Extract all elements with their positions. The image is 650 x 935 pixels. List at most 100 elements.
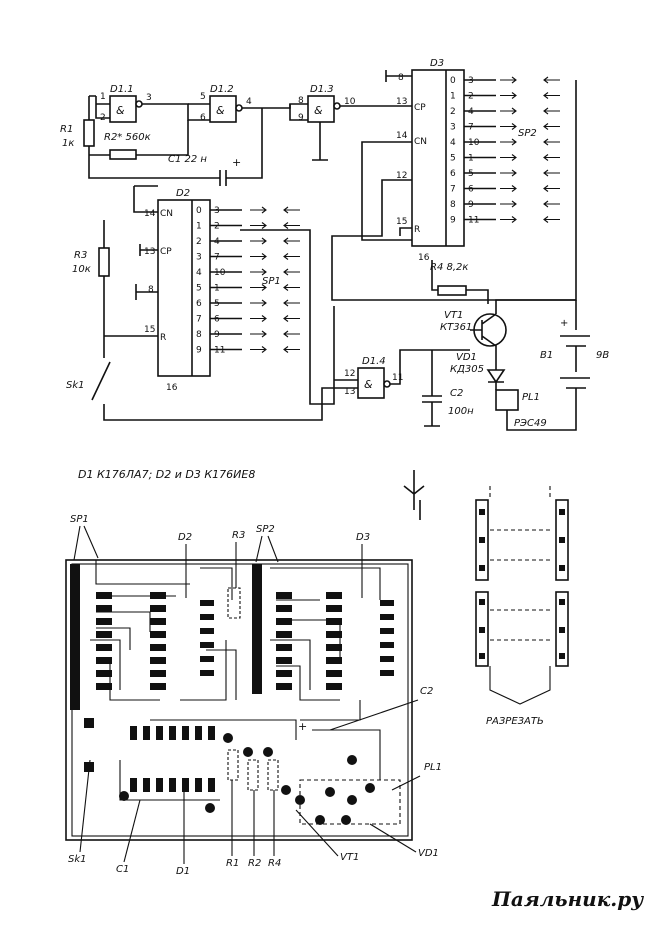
- pcb-c1-leader: [123, 799, 141, 863]
- d3-input-arrow: [543, 169, 560, 177]
- cut-right-strip-top: [555, 499, 569, 581]
- pcb-d3-pad: [326, 670, 342, 677]
- pcb-c2-leader: [329, 699, 419, 731]
- d3-output-arrow: [500, 123, 517, 130]
- pcb-d3-label: D3: [356, 532, 370, 543]
- d2-pin-cn: CN: [160, 209, 173, 219]
- d2-left-pin-13: 13: [144, 247, 155, 257]
- d3-output-pin: 5: [468, 169, 474, 179]
- d2-output-index: 6: [196, 299, 202, 309]
- pcb-r4-label: R4: [268, 858, 281, 869]
- gate-d1-3: [307, 95, 335, 123]
- pcb-component-pad: [341, 815, 351, 825]
- pcb-d2-pin-pad: [200, 628, 214, 634]
- pcb-d1-pad: [195, 726, 202, 740]
- d2-right-traces: [180, 567, 237, 701]
- site-watermark: Паяльник.ру: [491, 887, 644, 911]
- cut-pad: [559, 509, 565, 515]
- gate-d1-4-pin-in1: 12: [344, 369, 355, 379]
- counter-d2: [157, 199, 211, 377]
- pcb-d2-pad: [96, 670, 112, 677]
- wire-vt1-emitter: [495, 299, 576, 314]
- resistor-r3: [98, 247, 110, 277]
- pcb-d1-pad: [208, 726, 215, 740]
- chip-list-caption: D1 К176ЛА7; D2 и D3 К176ИЕ8: [78, 468, 255, 481]
- d3-output-pin: 3: [468, 76, 474, 86]
- r3-value: 10к: [72, 264, 91, 275]
- pcb-d2-pin-pad: [200, 670, 214, 676]
- wire-pl1: [506, 410, 560, 431]
- wire-d3-pin8: [385, 70, 412, 82]
- d2-input-arrow: [283, 206, 300, 214]
- pl1-label: PL1: [522, 392, 540, 403]
- pcb-d2-pin-pad: [200, 642, 214, 648]
- pcb-d2-label: D2: [178, 532, 192, 543]
- pcb-d3-pad: [276, 670, 292, 677]
- wire-d2-cn: [133, 185, 158, 213]
- gate-d1-2-pin-out: 4: [246, 97, 252, 107]
- pcb-component-pad: [205, 803, 215, 813]
- d2-output-pin: 2: [214, 222, 220, 232]
- pcb-r1-body: [227, 749, 239, 781]
- gate-d1-4: [357, 367, 385, 399]
- d2-input-arrow: [283, 315, 300, 322]
- pcb-d2-pad: [150, 657, 166, 664]
- c1-label: C1 22 н: [168, 154, 207, 165]
- pcb-d2-pad: [150, 683, 166, 690]
- cut-right-strip-bottom: [555, 591, 569, 667]
- pcb-d3-pad: [276, 592, 292, 599]
- d2-output-arrow: [250, 237, 267, 245]
- d3-output-pin: 7: [468, 123, 474, 133]
- gate-d1-4-pin-out: 11: [392, 373, 403, 383]
- d2-input-arrow: [283, 299, 300, 307]
- d3-output-pin: 11: [468, 216, 479, 226]
- gate-d1-2-label: D1.2: [210, 84, 234, 95]
- pcb-component-pad: [347, 755, 357, 765]
- pcb-d2-pin-pad: [200, 656, 214, 662]
- wire-d14-output: [390, 349, 470, 385]
- pcb-d1-pad: [169, 726, 176, 740]
- d2-input-arrow: [283, 222, 300, 229]
- c2-label: C2: [450, 388, 463, 399]
- gate-d1-1-inverter: [135, 100, 143, 108]
- wire-r2: [89, 120, 189, 156]
- pcb-sp1-label: SP1: [70, 514, 89, 525]
- capacitor-c1: [219, 170, 227, 186]
- d2-output-pin: 3: [214, 206, 220, 216]
- cut-pad: [559, 599, 565, 605]
- d3-output-arrow: [500, 200, 517, 208]
- pcb-d3-pin-pad: [380, 600, 394, 606]
- d3-output-pin: 1: [468, 154, 474, 164]
- pcb-d2-pin-pad: [200, 600, 214, 606]
- d3-input-arrow: [543, 200, 560, 208]
- d2-output-pin: 7: [214, 253, 220, 263]
- sp1-contact-strip: [70, 564, 80, 710]
- cut-pad: [559, 653, 565, 659]
- pcb-sk1-pad: [84, 718, 94, 728]
- d3-output-index: 6: [450, 169, 456, 179]
- pcb-d1-pad: [156, 726, 163, 740]
- b1-value: 9В: [596, 350, 609, 361]
- pcb-c2-label: C2: [420, 686, 433, 697]
- d2-output-pin: 9: [214, 330, 220, 340]
- d2-output-arrow: [250, 315, 267, 322]
- vd1-type: КД305: [450, 364, 484, 375]
- pcb-sk1-label: Sk1: [68, 854, 87, 865]
- pcb-d3-pad: [326, 605, 342, 612]
- d3-output-index: 2: [450, 107, 456, 117]
- pcb-c1-label: C1: [116, 864, 129, 875]
- sp2-contact-strip: [252, 564, 262, 694]
- d3-output-pin: 4: [468, 107, 474, 117]
- pcb-d3-pad: [326, 644, 342, 651]
- vd1-label: VD1: [456, 352, 477, 363]
- pcb-d3-pin-pad: [380, 670, 394, 676]
- d3-bottom-pin: 16: [418, 253, 430, 263]
- counter-d3: [411, 69, 465, 247]
- pcb-layout: SP1 D2 R3 SP2 D3 C2 PL1 Sk1 C1 D1 R1 R2 …: [65, 514, 442, 877]
- pcb-d1-pad: [208, 778, 215, 792]
- c2-value: 100н: [448, 406, 474, 417]
- d2-left-pin-14: 14: [144, 209, 156, 219]
- gate-d1-2-pin-in1: 5: [200, 92, 206, 102]
- cut-marker: [403, 470, 425, 520]
- r2-label: R2* 560к: [104, 132, 151, 143]
